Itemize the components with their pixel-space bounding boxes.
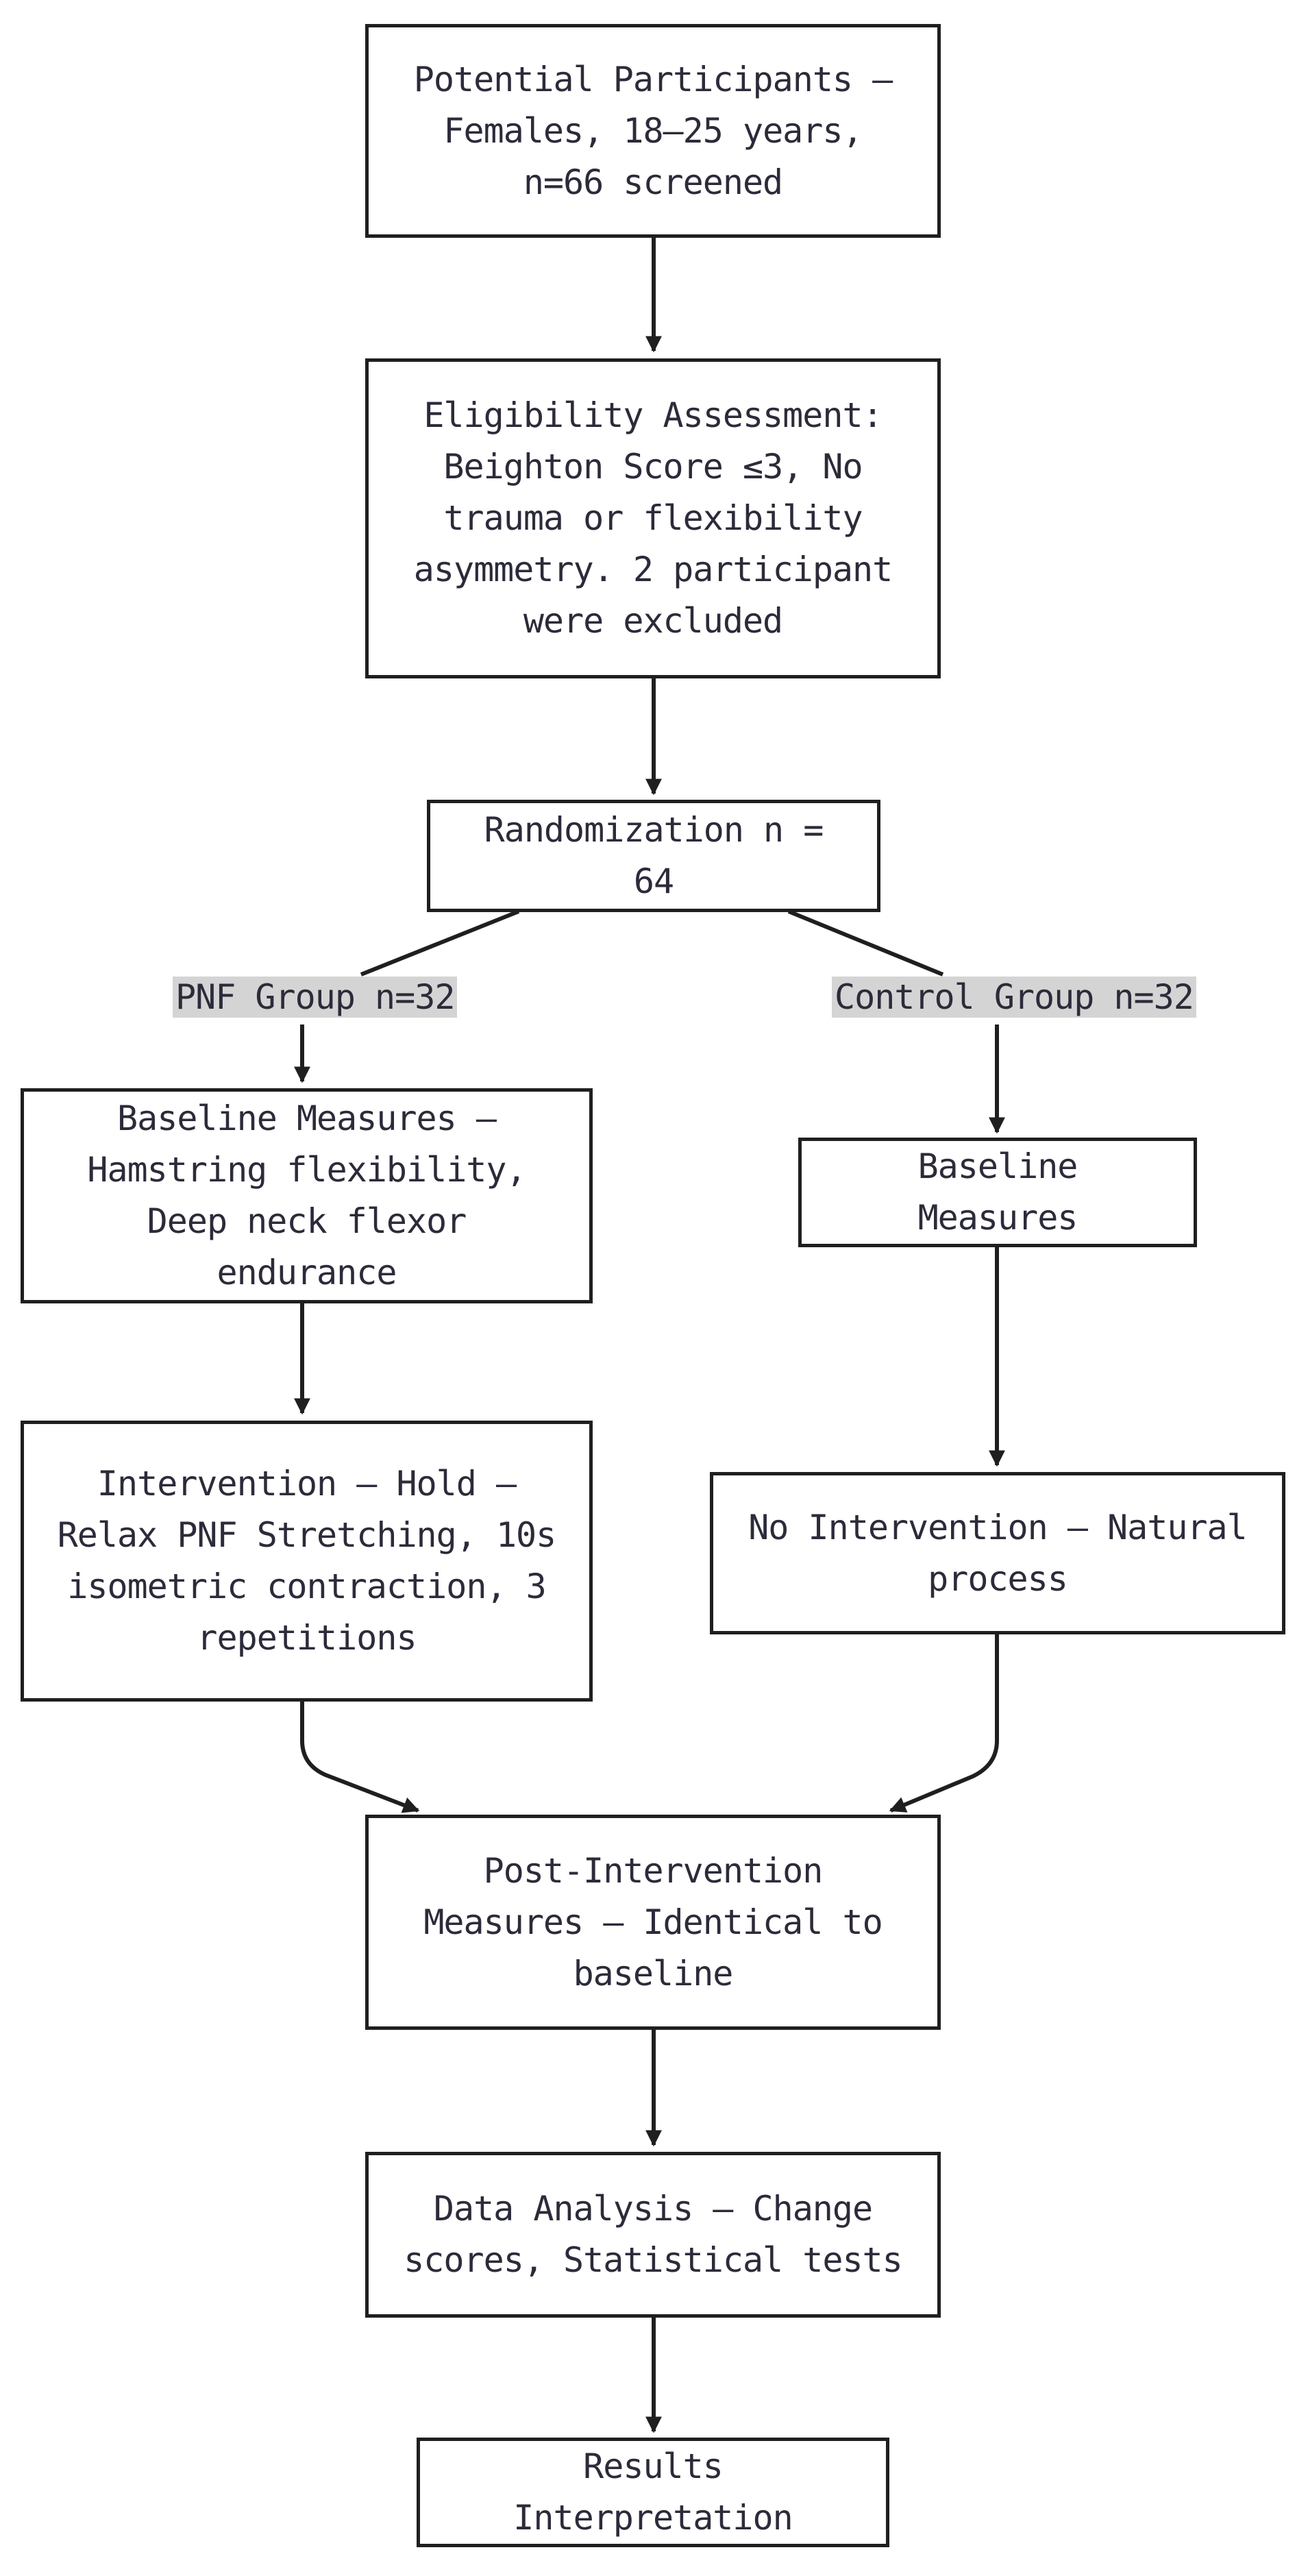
arrow-control-intervention-to-post <box>889 1633 999 1813</box>
post-intervention-node: Post-Intervention Measures – Identical t… <box>365 1815 941 2030</box>
randomization-label: Randomization n = 64 <box>484 810 824 901</box>
pnf-baseline-label: Baseline Measures – Hamstring flexibilit… <box>87 1099 526 1292</box>
arrow-pnf-intervention-to-post <box>300 1700 420 1813</box>
results-label: Results Interpretation <box>513 2446 793 2538</box>
control-baseline-label: Baseline Measures <box>917 1146 1078 1238</box>
data-analysis-label: Data Analysis – Change scores, Statistic… <box>404 2189 903 2280</box>
post-intervention-label: Post-Intervention Measures – Identical t… <box>423 1850 883 1994</box>
eligibility-label: Eligibility Assessment: Beighton Score ≤… <box>413 395 893 641</box>
eligibility-node: Eligibility Assessment: Beighton Score ≤… <box>365 358 941 678</box>
control-group-label: Control Group n=32 <box>832 977 1196 1018</box>
pnf-intervention-label: Intervention – Hold – Relax PNF Stretchi… <box>57 1464 557 1658</box>
pnf-baseline-node: Baseline Measures – Hamstring flexibilit… <box>21 1088 593 1303</box>
line-randomization-to-control-label <box>787 909 944 977</box>
control-baseline-node: Baseline Measures <box>798 1138 1197 1247</box>
results-node: Results Interpretation <box>417 2438 889 2547</box>
pnf-intervention-node: Intervention – Hold – Relax PNF Stretchi… <box>21 1421 593 1702</box>
randomization-node: Randomization n = 64 <box>427 800 880 912</box>
line-randomization-to-pnf-label <box>360 909 520 977</box>
data-analysis-node: Data Analysis – Change scores, Statistic… <box>365 2152 941 2318</box>
participants-label: Potential Participants – Females, 18–25 … <box>413 59 893 202</box>
control-intervention-node: No Intervention – Natural process <box>710 1472 1285 1634</box>
control-intervention-label: No Intervention – Natural process <box>748 1507 1248 1599</box>
pnf-group-label: PNF Group n=32 <box>173 977 458 1018</box>
participants-node: Potential Participants – Females, 18–25 … <box>365 24 941 238</box>
